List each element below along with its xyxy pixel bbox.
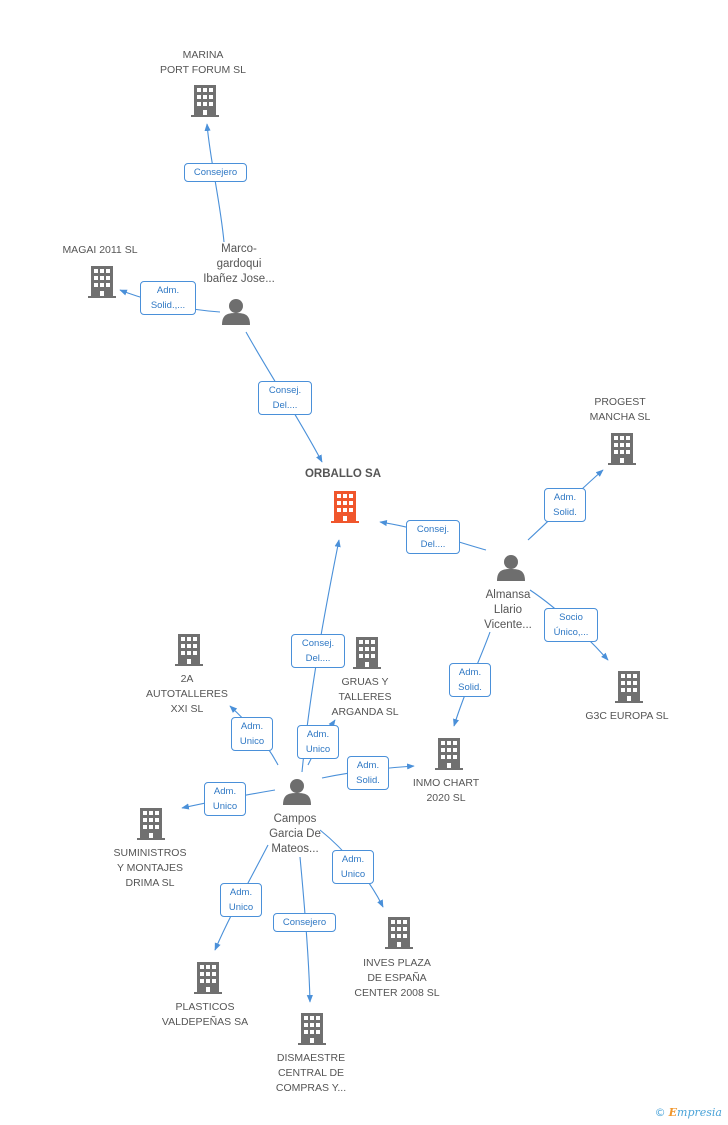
- company-inves-label[interactable]: INVES PLAZA DE ESPAÑA CENTER 2008 SL: [354, 957, 440, 999]
- person-icon[interactable]: [222, 298, 250, 326]
- building-icon[interactable]: [136, 807, 166, 843]
- edge-label-campos-orballo[interactable]: Consej. Del....: [291, 634, 345, 668]
- person-marco-label[interactable]: Marco- gardoqui Ibañez Jose...: [203, 243, 275, 285]
- building-icon[interactable]: [434, 737, 464, 773]
- person-almansa-label[interactable]: Almansa Llario Vicente...: [484, 589, 532, 631]
- company-dismaestre-label[interactable]: DISMAESTRE CENTRAL DE COMPRAS Y...: [275, 1052, 347, 1094]
- building-icon[interactable]: [607, 432, 637, 468]
- edge-label-almansa-progest[interactable]: Adm. Solid.: [544, 488, 586, 522]
- person-icon[interactable]: [497, 554, 525, 582]
- building-icon[interactable]: [174, 633, 204, 669]
- company-progest-label[interactable]: PROGEST MANCHA SL: [589, 396, 651, 423]
- person-icon[interactable]: [283, 778, 311, 806]
- copyright-symbol: ©: [654, 1106, 666, 1119]
- brand-name: mpresia: [677, 1106, 722, 1119]
- company-gruas-label[interactable]: GRUAS Y TALLERES ARGANDA SL: [331, 676, 399, 718]
- building-icon[interactable]: [352, 636, 382, 672]
- edge-label-marco-orballo[interactable]: Consej. Del....: [258, 381, 312, 415]
- company-plasticos-label[interactable]: PLASTICOS VALDEPEÑAS SA: [161, 1001, 249, 1028]
- edge-label-campos-dismaestre[interactable]: Consejero: [273, 913, 336, 932]
- edge-label-almansa-g3c[interactable]: Socio Único,...: [544, 608, 598, 642]
- edge-label-campos-plasticos[interactable]: Adm. Unico: [220, 883, 262, 917]
- building-icon[interactable]: [614, 670, 644, 706]
- edge-label-campos-gruas[interactable]: Adm. Unico: [297, 725, 339, 759]
- building-icon[interactable]: [190, 84, 220, 120]
- company-autotalleres-label[interactable]: 2A AUTOTALLERES XXI SL: [146, 673, 228, 715]
- empresia-logo: ©Empresia: [655, 1106, 722, 1119]
- person-campos-label[interactable]: Campos Garcia De Mateos...: [269, 813, 321, 855]
- building-icon[interactable]: [384, 916, 414, 952]
- edge-label-campos-autotalleres[interactable]: Adm. Unico: [231, 717, 273, 751]
- edge-marco-marina: [204, 123, 225, 243]
- building-icon[interactable]: [193, 961, 223, 997]
- brand-initial: E: [668, 1106, 678, 1119]
- company-inmo-label[interactable]: INMO CHART 2020 SL: [412, 777, 480, 804]
- edge-label-marco-marina[interactable]: Consejero: [184, 163, 247, 182]
- edge-label-campos-inves[interactable]: Adm. Unico: [332, 850, 374, 884]
- edge-campos-dismaestre: [299, 856, 313, 1003]
- edge-label-campos-inmo[interactable]: Adm. Solid.: [347, 756, 389, 790]
- company-suministros-label[interactable]: SUMINISTROS Y MONTAJES DRIMA SL: [113, 847, 187, 889]
- edge-label-almansa-orballo[interactable]: Consej. Del....: [406, 520, 460, 554]
- edge-label-almansa-inmo[interactable]: Adm. Solid.: [449, 663, 491, 697]
- focus-company-name[interactable]: ORBALLO SA: [304, 468, 382, 480]
- edge-label-campos-suministros[interactable]: Adm. Unico: [204, 782, 246, 816]
- edge-label-marco-magai[interactable]: Adm. Solid.,...: [140, 281, 196, 315]
- company-g3c-label[interactable]: G3C EUROPA SL: [585, 710, 669, 722]
- company-marina-label[interactable]: MARINA PORT FORUM SL: [160, 49, 246, 76]
- building-icon[interactable]: [297, 1012, 327, 1048]
- company-magai-label[interactable]: MAGAI 2011 SL: [62, 244, 138, 256]
- focus-building-icon[interactable]: [330, 490, 360, 526]
- building-icon[interactable]: [87, 265, 117, 301]
